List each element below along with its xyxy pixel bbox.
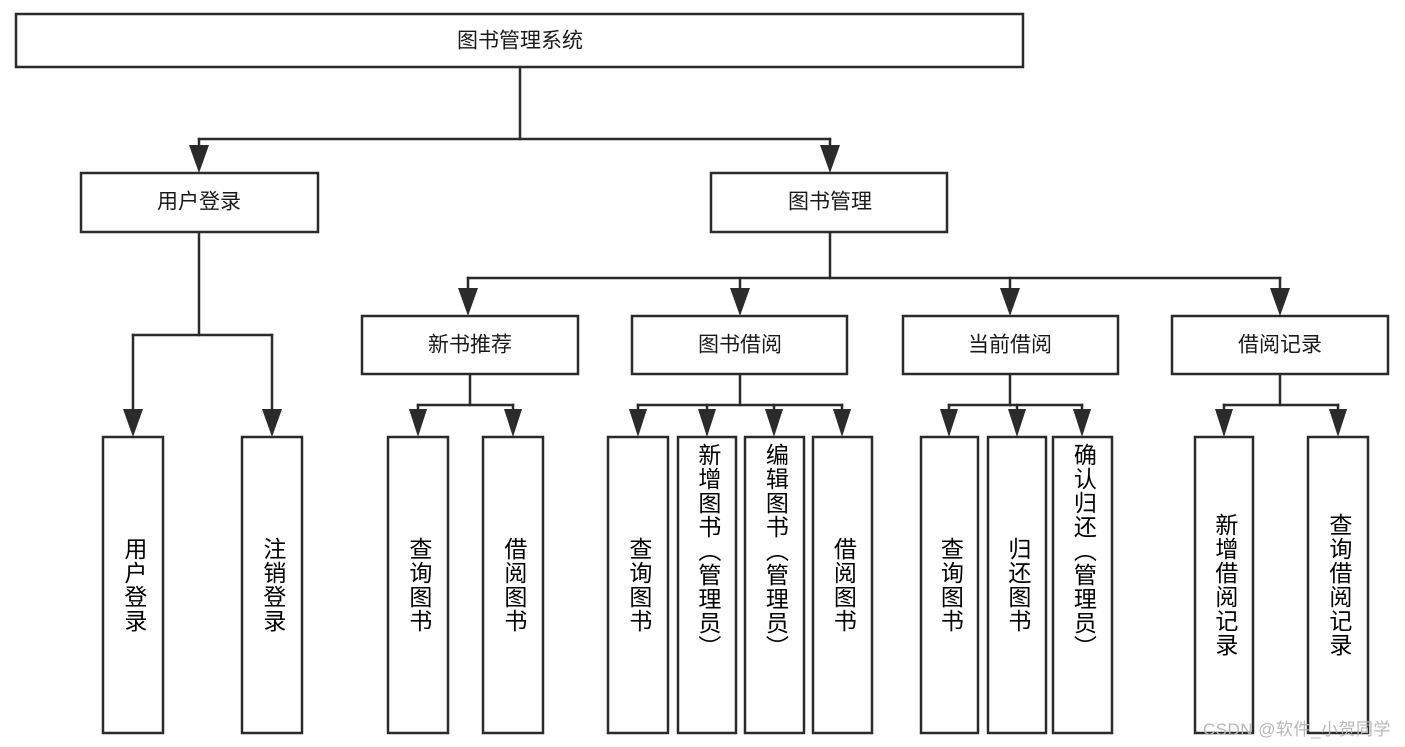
arrowhead-leaf-borrow-book	[833, 409, 851, 437]
horizontal-label-layer: 图书管理系统 用户登录 图书管理 新书推荐 图书借阅 当前借阅 借阅记录	[157, 30, 1322, 357]
label-root: 图书管理系统	[457, 30, 583, 53]
arrowhead-layer	[123, 145, 1347, 437]
node-box-new-book-recommend[interactable]	[360, 314, 580, 376]
csdn-watermark: CSDN @软件_小贺同学	[1202, 720, 1391, 739]
node-box-leaf-borrow-book-rec[interactable]	[481, 435, 545, 735]
arrowhead-leaf-user-login	[123, 409, 143, 437]
node-box-current-borrow[interactable]	[901, 314, 1120, 376]
node-box-leaf-confirm-return[interactable]	[1051, 435, 1114, 735]
arrowhead-bookmanage	[820, 145, 840, 173]
label-book-manage: 图书管理	[788, 191, 872, 214]
arrowhead-leaf-confirm-return	[1073, 409, 1091, 437]
node-box-root[interactable]	[14, 12, 1025, 69]
arrowhead-leaf-query-book-borrow	[629, 409, 647, 437]
arrowhead-leaf-borrow-book-rec	[504, 409, 522, 437]
arrowhead-new-book-recommend	[458, 288, 478, 316]
arrowhead-userlogin	[189, 145, 209, 173]
arrowhead-borrow-record	[1270, 288, 1290, 316]
node-box-leaf-user-login[interactable]	[101, 435, 165, 735]
node-box-layer	[14, 12, 1390, 735]
arrowhead-leaf-edit-book	[765, 409, 783, 437]
arrowhead-leaf-add-record	[1215, 409, 1233, 437]
arrowhead-book-borrow	[730, 288, 750, 316]
label-new-book-recommend: 新书推荐	[428, 334, 512, 357]
node-box-leaf-add-book[interactable]	[676, 435, 738, 735]
arrowhead-leaf-return-book	[1008, 409, 1026, 437]
node-box-borrow-record[interactable]	[1170, 314, 1390, 376]
arrowhead-current-borrow	[1000, 288, 1020, 316]
arrowhead-leaf-query-book-rec	[409, 409, 427, 437]
node-box-leaf-query-book-cur[interactable]	[919, 435, 980, 735]
node-box-leaf-query-book-rec[interactable]	[386, 435, 450, 735]
node-box-user-login[interactable]	[79, 171, 320, 234]
node-box-leaf-add-record[interactable]	[1193, 435, 1255, 735]
node-box-leaf-query-book-borrow[interactable]	[606, 435, 670, 735]
arrowhead-leaf-query-book-cur	[940, 409, 958, 437]
label-borrow-record: 借阅记录	[1238, 334, 1322, 357]
node-box-leaf-return-book[interactable]	[986, 435, 1048, 735]
node-box-book-manage[interactable]	[709, 171, 949, 234]
node-box-leaf-borrow-book[interactable]	[811, 435, 874, 735]
node-box-book-borrow[interactable]	[630, 314, 849, 376]
label-user-login: 用户登录	[157, 191, 241, 214]
arrowhead-leaf-query-record	[1329, 409, 1347, 437]
arrowhead-leaf-logout	[262, 409, 282, 437]
node-box-leaf-query-record[interactable]	[1306, 435, 1370, 735]
label-current-borrow: 当前借阅	[968, 334, 1052, 357]
label-book-borrow: 图书借阅	[698, 334, 782, 357]
node-box-leaf-logout[interactable]	[240, 435, 304, 735]
node-box-leaf-edit-book[interactable]	[743, 435, 806, 735]
arrowhead-leaf-add-book	[698, 409, 716, 437]
